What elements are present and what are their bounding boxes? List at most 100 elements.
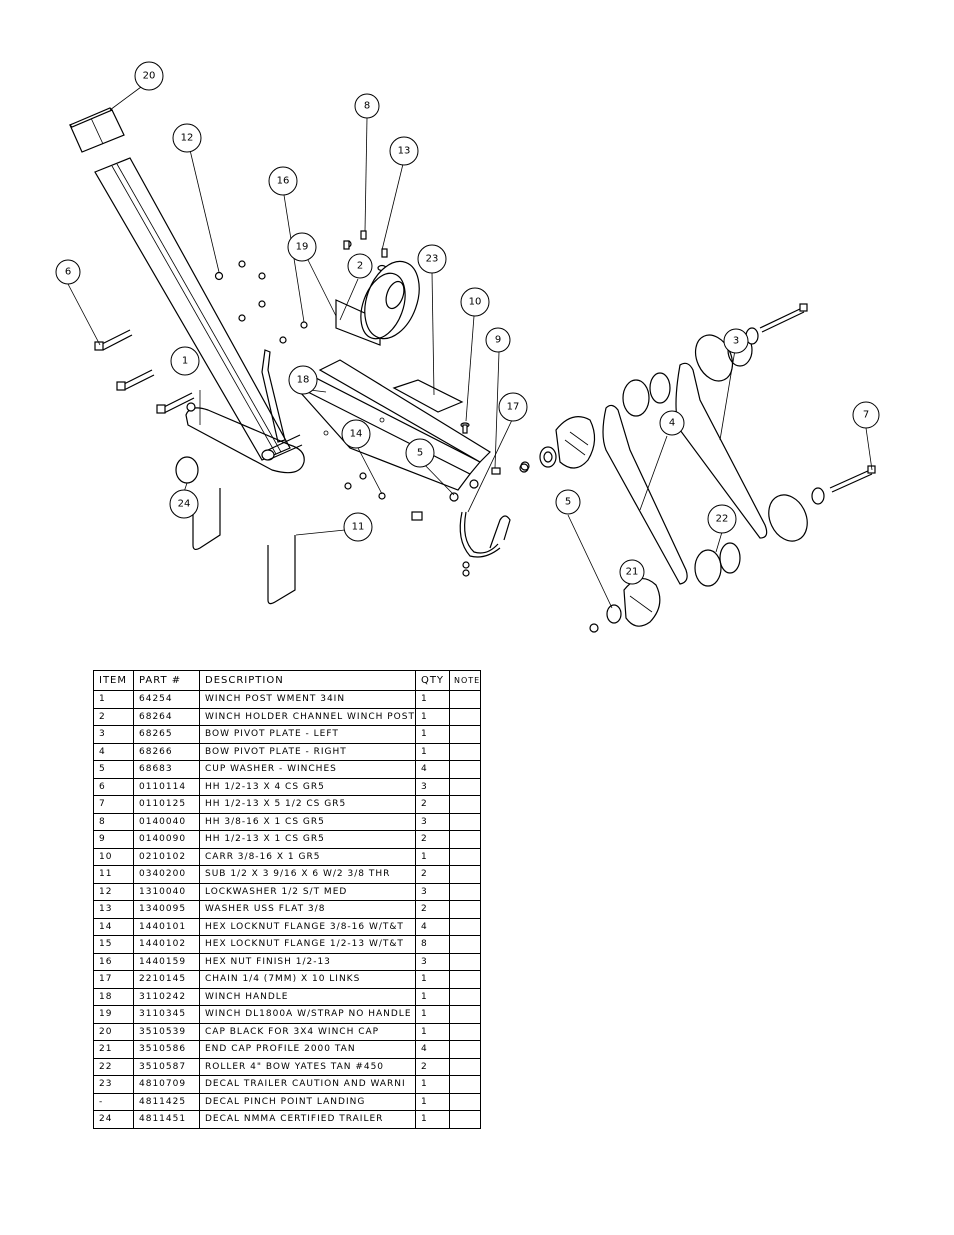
- cell-note: [448, 795, 482, 814]
- table-header-row: ITEM PART # DESCRIPTION QTY NOTE: [93, 670, 482, 691]
- cell-note: [448, 1092, 482, 1111]
- header-qty: QTY: [414, 670, 450, 691]
- cell-note: [448, 865, 482, 884]
- cell-part: 4811425: [133, 1092, 200, 1111]
- svg-text:22: 22: [716, 514, 729, 525]
- cell-item: 8: [93, 812, 134, 831]
- cell-item: 3: [93, 725, 134, 744]
- cell-description: CAP BLACK FOR 3X4 WINCH CAP: [199, 1022, 416, 1041]
- cell-item: 14: [93, 917, 134, 936]
- cell-item: 16: [93, 952, 134, 971]
- cell-qty: 2: [414, 900, 450, 919]
- callout-14: 14: [341, 419, 371, 449]
- cell-part: 0110114: [133, 777, 200, 796]
- cell-note: [448, 1005, 482, 1024]
- callout-21: 21: [619, 559, 645, 585]
- callout-20: 20: [134, 61, 164, 91]
- svg-text:18: 18: [297, 375, 310, 386]
- callout-5-upper: 5: [405, 438, 435, 468]
- cell-qty: 2: [414, 1057, 450, 1076]
- cell-item: 12: [93, 882, 134, 901]
- cell-part: 1440101: [133, 917, 200, 936]
- callout-18: 18: [288, 365, 318, 395]
- svg-text:17: 17: [507, 402, 520, 413]
- cell-item: 11: [93, 865, 134, 884]
- svg-text:8: 8: [364, 101, 370, 112]
- cell-note: [448, 725, 482, 744]
- callout-7: 7: [852, 401, 880, 429]
- cell-description: WINCH HOLDER CHANNEL WINCH POST: [199, 707, 416, 726]
- svg-text:14: 14: [350, 429, 363, 440]
- cell-part: 3510539: [133, 1022, 200, 1041]
- cell-qty: 3: [414, 777, 450, 796]
- cell-item: 4: [93, 742, 134, 761]
- svg-text:10: 10: [469, 297, 482, 308]
- svg-text:3: 3: [733, 336, 739, 347]
- svg-text:19: 19: [296, 242, 309, 253]
- cell-description: WASHER USS FLAT 3/8: [199, 900, 416, 919]
- svg-text:7: 7: [863, 410, 869, 421]
- cell-qty: 8: [414, 935, 450, 954]
- cell-part: 0340200: [133, 865, 200, 884]
- cell-description: DECAL TRAILER CAUTION AND WARNI: [199, 1075, 416, 1094]
- cell-qty: 3: [414, 812, 450, 831]
- cell-description: HEX LOCKNUT FLANGE 1/2-13 W/T&T: [199, 935, 416, 954]
- cell-note: [448, 1040, 482, 1059]
- cell-description: SUB 1/2 X 3 9/16 X 6 W/2 3/8 THR: [199, 865, 416, 884]
- cell-qty: 3: [414, 882, 450, 901]
- cell-item: 23: [93, 1075, 134, 1094]
- cell-description: WINCH HANDLE: [199, 987, 416, 1006]
- svg-text:2: 2: [357, 261, 363, 272]
- cell-description: HH 1/2-13 X 5 1/2 CS GR5: [199, 795, 416, 814]
- cell-qty: 1: [414, 707, 450, 726]
- exploded-assembly-drawing: 20 12 16 8 13 19 2 23 10 6 9 1 18 14 5 1…: [55, 61, 880, 633]
- cell-description: HH 3/8-16 X 1 CS GR5: [199, 812, 416, 831]
- part-u-bolts: [175, 456, 296, 605]
- cell-part: 0210102: [133, 847, 200, 866]
- cell-note: [448, 1057, 482, 1076]
- cell-note: [448, 1022, 482, 1041]
- cell-item: 9: [93, 830, 134, 849]
- callout-8: 8: [354, 93, 380, 119]
- callout-24: 24: [169, 489, 199, 519]
- callout-16: 16: [268, 166, 298, 196]
- cell-part: 68264: [133, 707, 200, 726]
- cell-note: [448, 952, 482, 971]
- cell-part: 68266: [133, 742, 200, 761]
- cell-description: WINCH DL1800A W/STRAP NO HANDLE: [199, 1005, 416, 1024]
- cell-qty: 1: [414, 847, 450, 866]
- cell-description: HH 1/2-13 X 1 CS GR5: [199, 830, 416, 849]
- cell-item: 1: [93, 690, 134, 709]
- svg-text:1: 1: [182, 356, 188, 367]
- part-bolts-left: [94, 329, 196, 414]
- cell-description: HH 1/2-13 X 4 CS GR5: [199, 777, 416, 796]
- header-item: ITEM: [93, 670, 134, 691]
- header-description: DESCRIPTION: [199, 670, 416, 691]
- svg-text:9: 9: [495, 335, 501, 346]
- cell-qty: 2: [414, 865, 450, 884]
- cell-description: BOW PIVOT PLATE - LEFT: [199, 725, 416, 744]
- callout-9: 9: [485, 327, 511, 353]
- cell-qty: 1: [414, 1110, 450, 1129]
- svg-text:21: 21: [626, 567, 639, 578]
- cell-qty: 1: [414, 1005, 450, 1024]
- cell-part: 0140040: [133, 812, 200, 831]
- cell-part: 64254: [133, 690, 200, 709]
- callout-23: 23: [417, 244, 447, 274]
- cell-note: [448, 690, 482, 709]
- cell-note: [448, 742, 482, 761]
- cell-qty: 1: [414, 690, 450, 709]
